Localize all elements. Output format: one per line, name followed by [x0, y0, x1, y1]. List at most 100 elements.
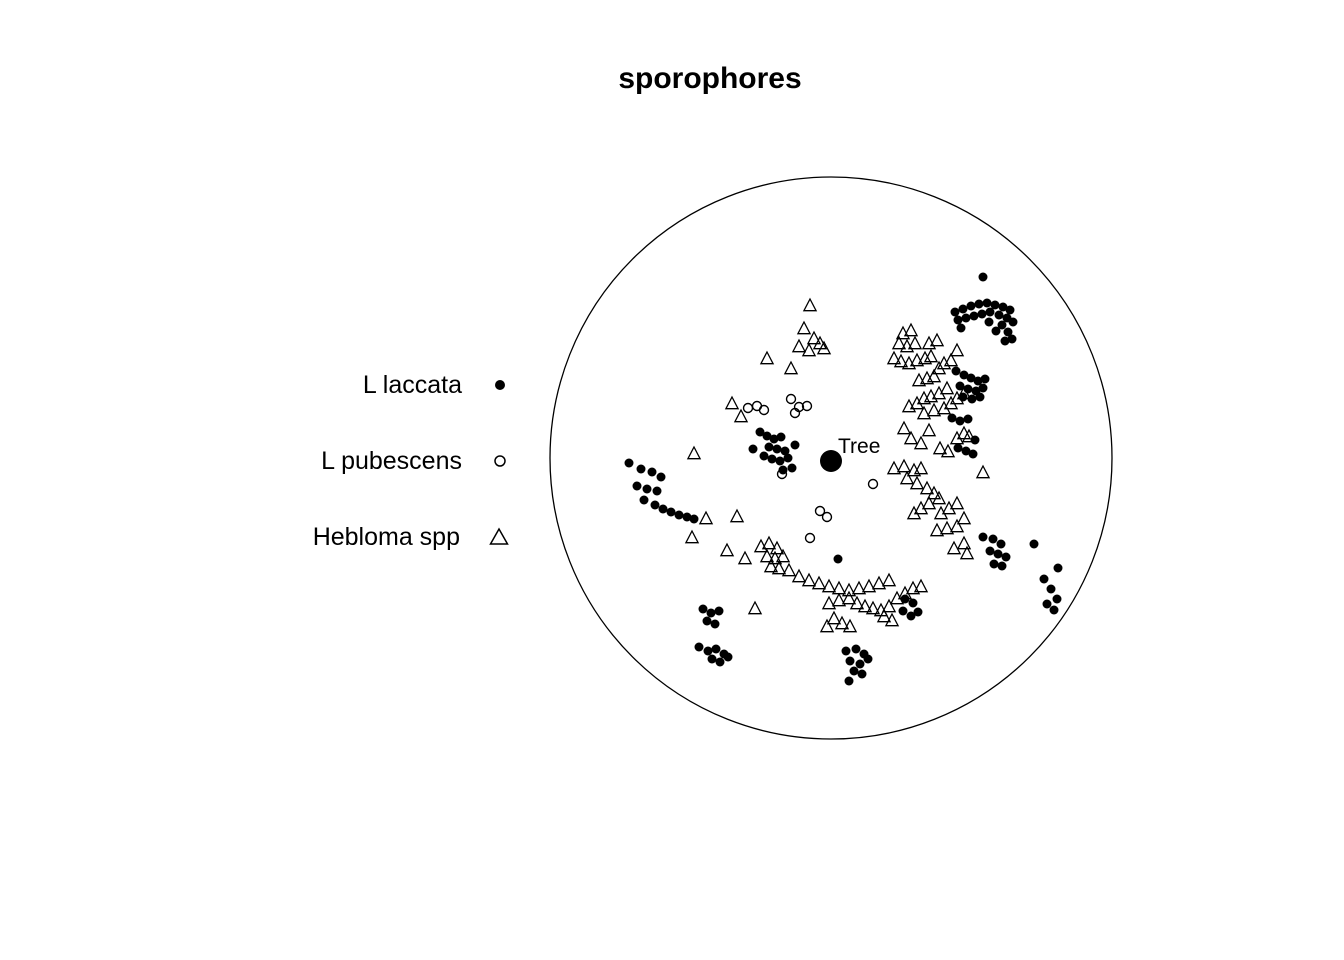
data-point-hebloma-spp	[905, 580, 921, 595]
data-point-l-laccata	[977, 309, 987, 319]
data-point-l-laccata	[762, 431, 772, 441]
data-point-l-laccata	[963, 414, 973, 424]
data-point-hebloma-spp	[906, 505, 922, 520]
data-point-hebloma-spp	[940, 443, 956, 458]
data-point-l-laccata	[780, 446, 790, 456]
data-point-l-laccata	[961, 313, 971, 323]
data-point-l-laccata	[975, 392, 985, 402]
data-point-l-laccata	[707, 654, 717, 664]
data-point-hebloma-spp	[907, 335, 923, 350]
data-point-hebloma-spp	[903, 322, 919, 337]
data-point-l-laccata	[988, 534, 998, 544]
data-point-hebloma-spp	[949, 342, 965, 357]
data-point-hebloma-spp	[909, 475, 925, 490]
data-point-l-laccata	[714, 606, 724, 616]
data-point-hebloma-spp	[975, 464, 991, 479]
data-point-hebloma-spp	[831, 592, 847, 607]
data-point-hebloma-spp	[686, 445, 702, 460]
data-point-l-laccata	[711, 644, 721, 654]
data-point-hebloma-spp	[834, 615, 850, 630]
data-point-hebloma-spp	[903, 430, 919, 445]
data-point-hebloma-spp	[936, 400, 952, 415]
data-point-hebloma-spp	[901, 398, 917, 413]
data-point-hebloma-spp	[931, 360, 947, 375]
data-point-hebloma-spp	[841, 590, 857, 605]
data-point-hebloma-spp	[759, 350, 775, 365]
data-point-hebloma-spp	[939, 520, 955, 535]
data-point-hebloma-spp	[842, 618, 858, 633]
data-point-l-laccata	[642, 484, 652, 494]
data-point-l-laccata	[702, 616, 712, 626]
data-point-l-laccata	[913, 607, 923, 617]
data-point-l-laccata	[997, 320, 1007, 330]
data-point-l-laccata	[990, 300, 1000, 310]
data-point-hebloma-spp	[849, 595, 865, 610]
data-point-hebloma-spp	[719, 542, 735, 557]
data-point-hebloma-spp	[769, 540, 785, 555]
data-point-hebloma-spp	[861, 578, 877, 593]
data-point-hebloma-spp	[939, 380, 955, 395]
data-point-hebloma-spp	[913, 460, 929, 475]
data-point-hebloma-spp	[916, 390, 932, 405]
data-point-hebloma-spp	[865, 600, 881, 615]
data-point-l-laccata	[1003, 327, 1013, 337]
data-point-hebloma-spp	[796, 320, 812, 335]
data-point-hebloma-spp	[821, 595, 837, 610]
data-point-l-pubescens	[789, 407, 801, 419]
data-point-l-pubescens	[776, 468, 788, 480]
data-point-l-laccata	[951, 366, 961, 376]
data-point-hebloma-spp	[896, 420, 912, 435]
data-point-l-laccata	[968, 449, 978, 459]
data-point-l-laccata	[1042, 599, 1052, 609]
data-point-hebloma-spp	[886, 460, 902, 475]
data-point-hebloma-spp	[949, 495, 965, 510]
data-point-l-laccata	[991, 326, 1001, 336]
data-point-l-laccata	[624, 458, 634, 468]
data-point-l-laccata	[906, 611, 916, 621]
data-point-hebloma-spp	[761, 535, 777, 550]
data-point-l-laccata	[978, 383, 988, 393]
data-point-l-laccata	[636, 464, 646, 474]
data-point-l-laccata	[639, 495, 649, 505]
data-point-hebloma-spp	[816, 340, 832, 355]
data-point-l-laccata	[998, 302, 1008, 312]
data-point-hebloma-spp	[811, 575, 827, 590]
data-point-hebloma-spp	[921, 335, 937, 350]
data-point-hebloma-spp	[819, 618, 835, 633]
data-point-l-pubescens	[801, 400, 813, 412]
data-point-hebloma-spp	[943, 352, 959, 367]
data-point-l-laccata	[978, 532, 988, 542]
data-point-hebloma-spp	[884, 612, 900, 627]
data-point-hebloma-spp	[857, 598, 873, 613]
data-point-l-laccata	[710, 619, 720, 629]
data-point-hebloma-spp	[763, 558, 779, 573]
data-point-l-laccata	[703, 646, 713, 656]
data-point-l-laccata	[759, 451, 769, 461]
legend-item-l-laccata: L laccata	[180, 367, 510, 403]
data-point-l-laccata	[947, 413, 957, 423]
data-point-hebloma-spp	[909, 352, 925, 367]
data-point-l-laccata	[1001, 552, 1011, 562]
data-point-l-laccata	[959, 370, 969, 380]
data-point-hebloma-spp	[911, 372, 927, 387]
data-point-hebloma-spp	[921, 422, 937, 437]
data-point-l-laccata	[666, 507, 676, 517]
data-point-l-laccata	[694, 642, 704, 652]
data-point-hebloma-spp	[698, 510, 714, 525]
data-point-hebloma-spp	[899, 470, 915, 485]
data-point-l-laccata	[1053, 563, 1063, 573]
data-point-hebloma-spp	[753, 538, 769, 553]
tree-label: Tree	[838, 435, 880, 458]
data-point-l-laccata	[1049, 605, 1059, 615]
data-point-l-laccata	[775, 456, 785, 466]
data-point-l-laccata	[1007, 334, 1017, 344]
data-point-l-laccata	[956, 323, 966, 333]
data-point-l-laccata	[966, 373, 976, 383]
data-point-l-laccata	[1052, 594, 1062, 604]
data-point-hebloma-spp	[959, 545, 975, 560]
data-point-l-pubescens	[742, 402, 754, 414]
data-point-l-laccata	[1046, 584, 1056, 594]
data-point-l-laccata	[715, 657, 725, 667]
data-point-hebloma-spp	[929, 332, 945, 347]
